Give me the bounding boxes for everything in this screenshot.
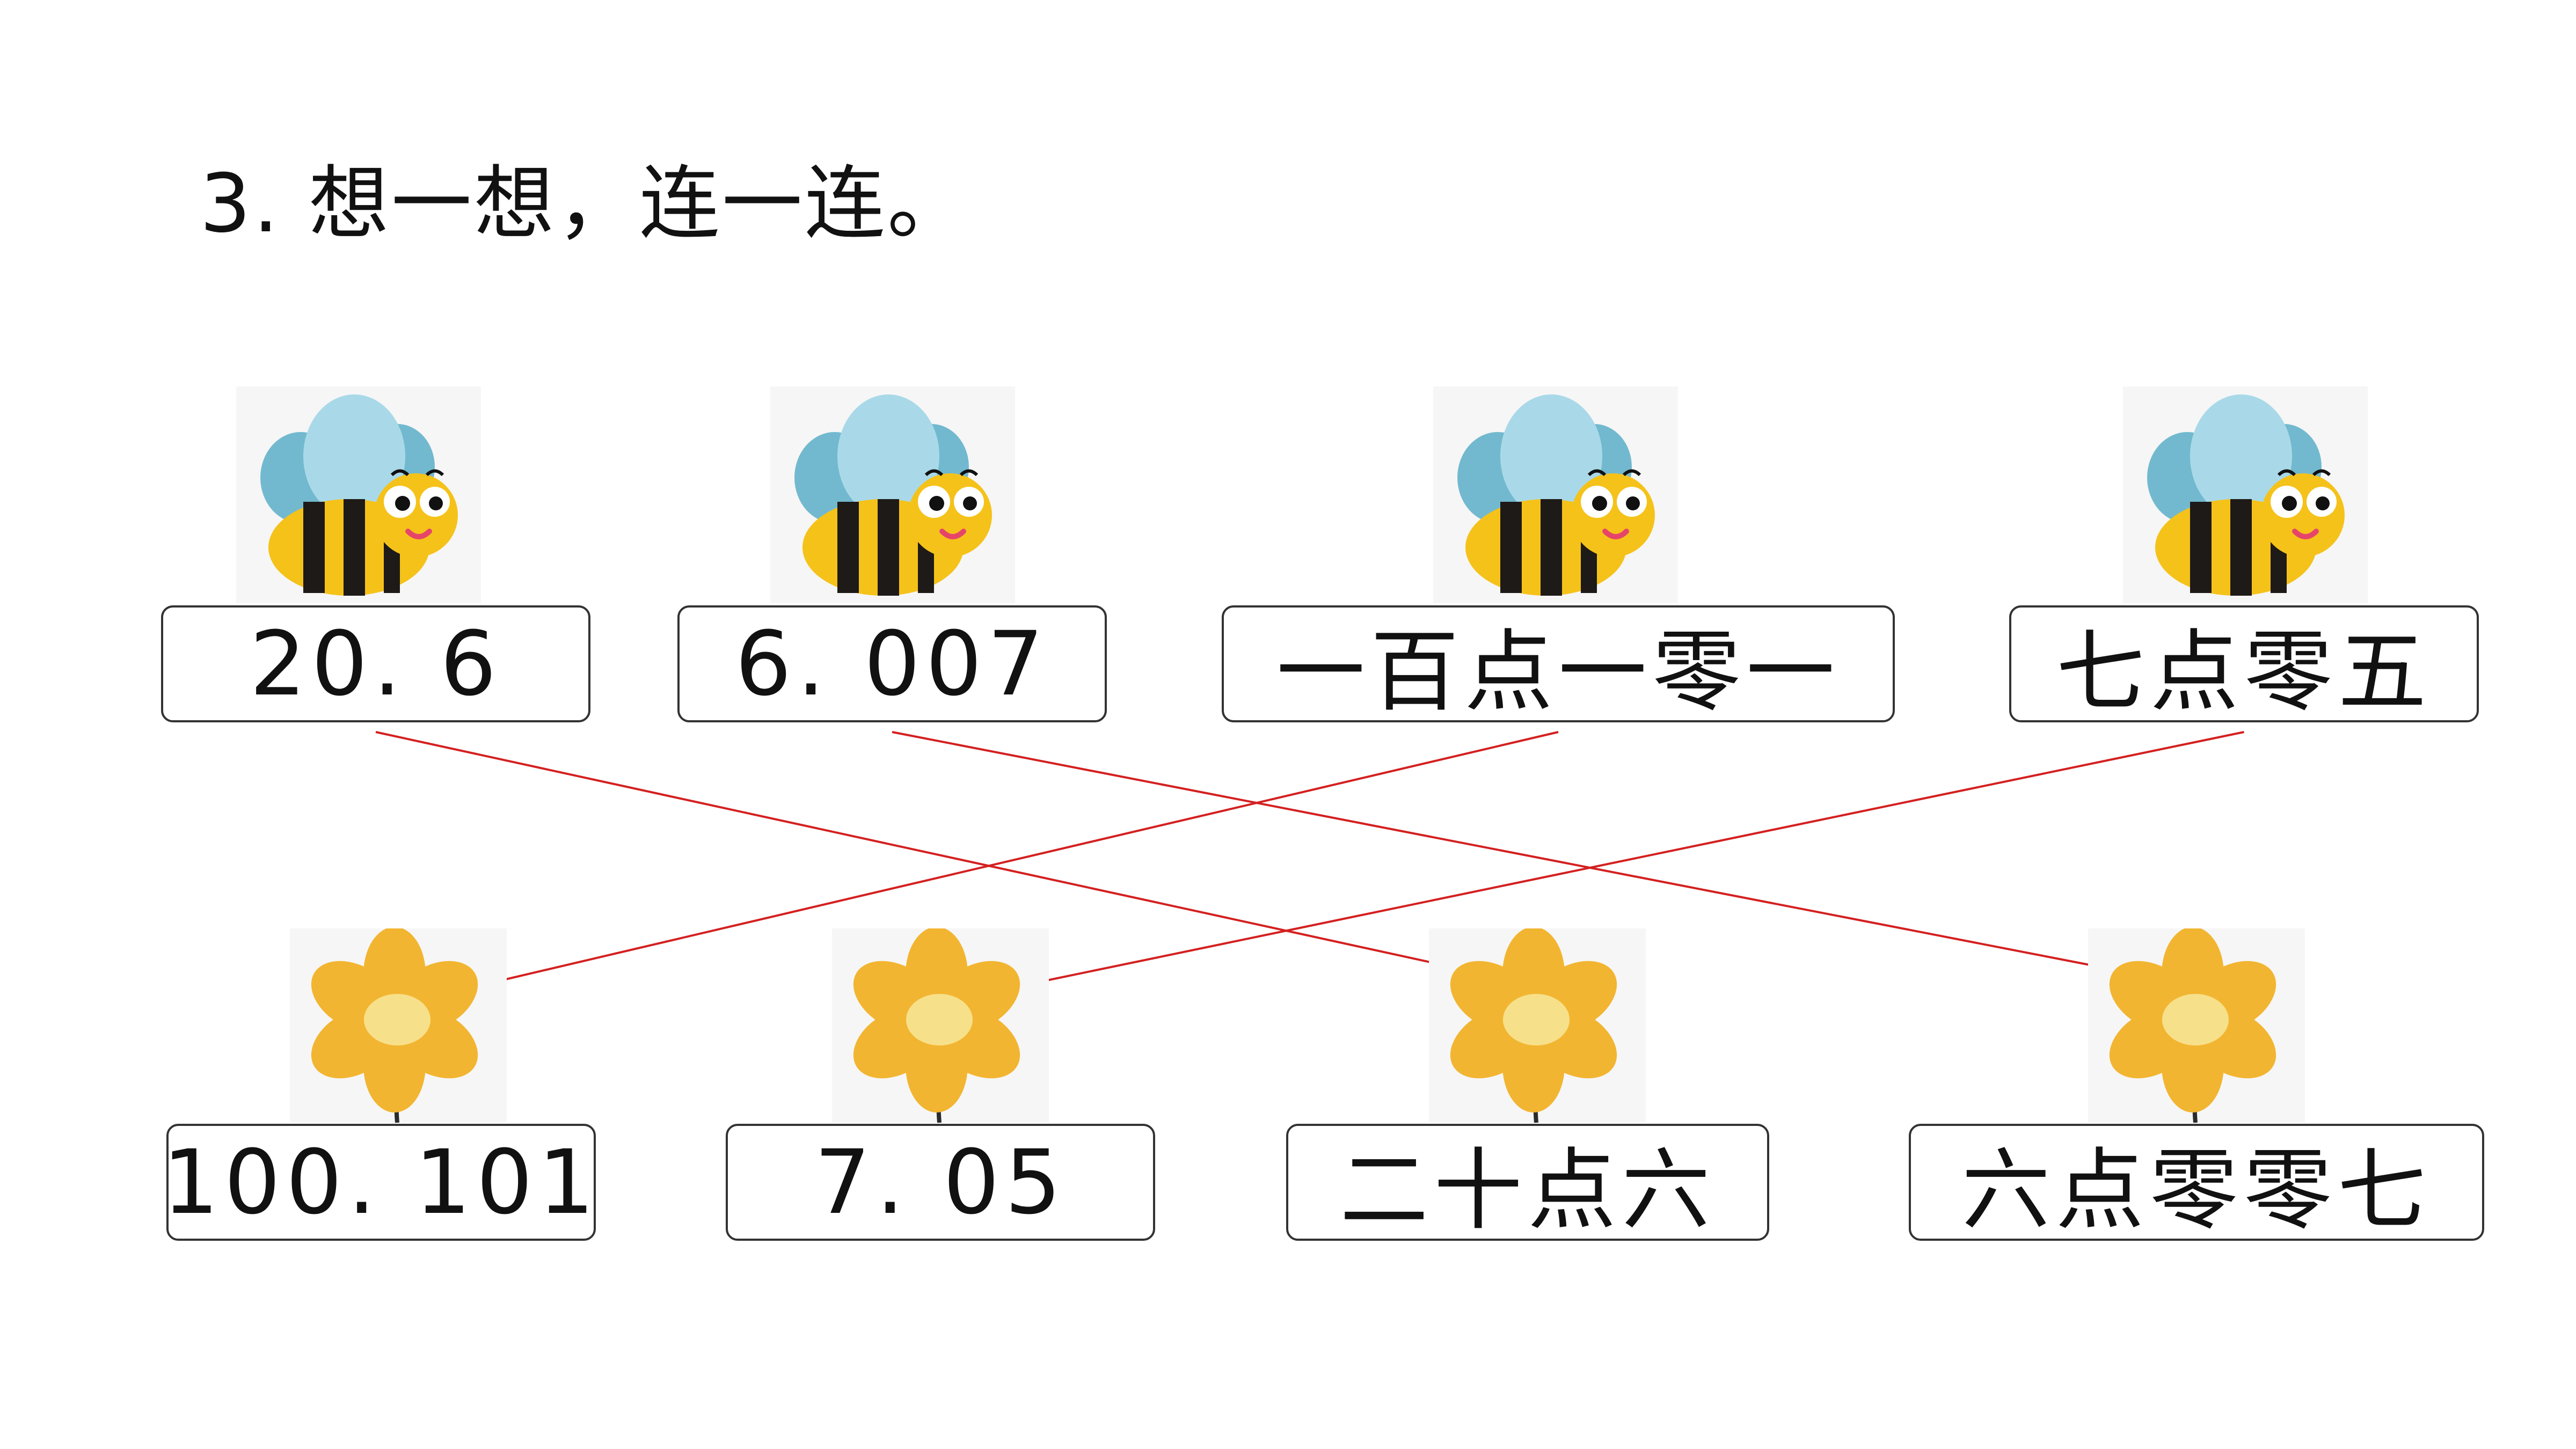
- question-title: 3. 想一想，连一连。: [200, 157, 970, 251]
- bee-image: [236, 386, 481, 603]
- bee-icon: [260, 394, 458, 596]
- bee-image: [770, 386, 1015, 603]
- bee-label[interactable]: 一百点一零一: [1222, 605, 1895, 723]
- flower-label[interactable]: 六点零零七: [1909, 1124, 2484, 1242]
- flower-icon: [2109, 928, 2276, 1123]
- bee-icon: [1457, 394, 1655, 596]
- flower-image: [1429, 928, 1646, 1123]
- bee-image: [2123, 386, 2368, 603]
- flower-label[interactable]: 100. 101: [163, 1124, 596, 1241]
- bee-icon: [794, 394, 992, 596]
- flower-image: [290, 928, 507, 1123]
- flower-icon: [853, 928, 1020, 1123]
- flower-icon: [311, 928, 478, 1123]
- flower-label[interactable]: 二十点六: [1286, 1124, 1769, 1242]
- flower-image: [832, 928, 1049, 1123]
- flower-image: [2088, 928, 2305, 1123]
- flower-label[interactable]: 7. 05: [726, 1124, 1155, 1241]
- bee-image: [1433, 386, 1678, 603]
- bee-icon: [2147, 394, 2345, 596]
- bee-label[interactable]: 七点零五: [2009, 605, 2479, 723]
- bee-label[interactable]: 20. 6: [161, 605, 590, 722]
- flower-icon: [1450, 928, 1617, 1123]
- bee-label[interactable]: 6. 007: [677, 605, 1107, 722]
